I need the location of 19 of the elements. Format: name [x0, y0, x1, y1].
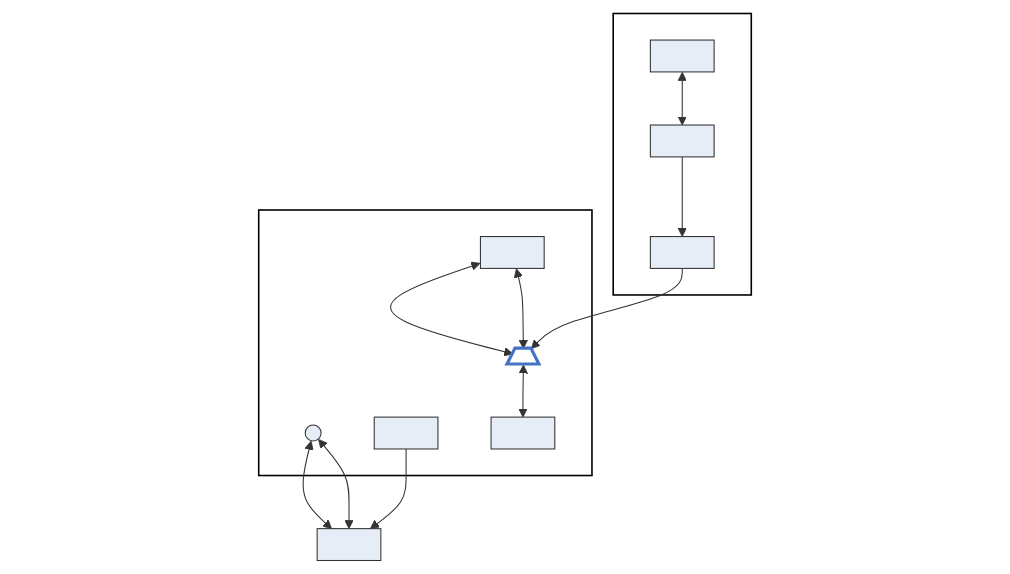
cluster	[257, 209, 593, 477]
node-box	[479, 236, 545, 269]
arrow	[390, 261, 514, 357]
cluster	[612, 12, 753, 296]
node-box	[490, 416, 556, 450]
node-box	[649, 124, 715, 158]
arrow	[318, 439, 354, 530]
arrow	[302, 440, 332, 530]
node-box	[649, 39, 715, 73]
node-bar	[373, 416, 439, 450]
node-trapezoid	[504, 346, 542, 366]
arrow	[677, 156, 687, 237]
node-bar	[316, 528, 382, 562]
arrow	[370, 448, 407, 530]
arrow	[531, 267, 683, 350]
arrow	[677, 71, 687, 126]
node-ellipse	[304, 424, 322, 442]
node-box	[649, 236, 715, 269]
arrow	[518, 364, 528, 418]
